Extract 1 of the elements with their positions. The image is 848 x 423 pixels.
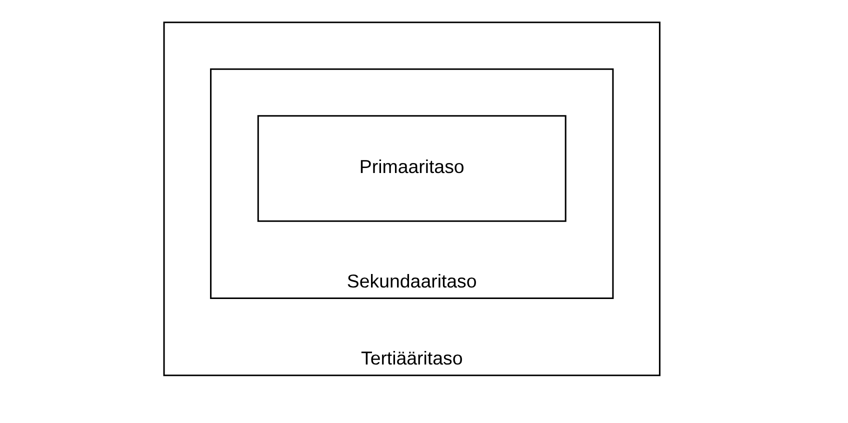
node-box: Primaaritaso [256, 115, 566, 222]
